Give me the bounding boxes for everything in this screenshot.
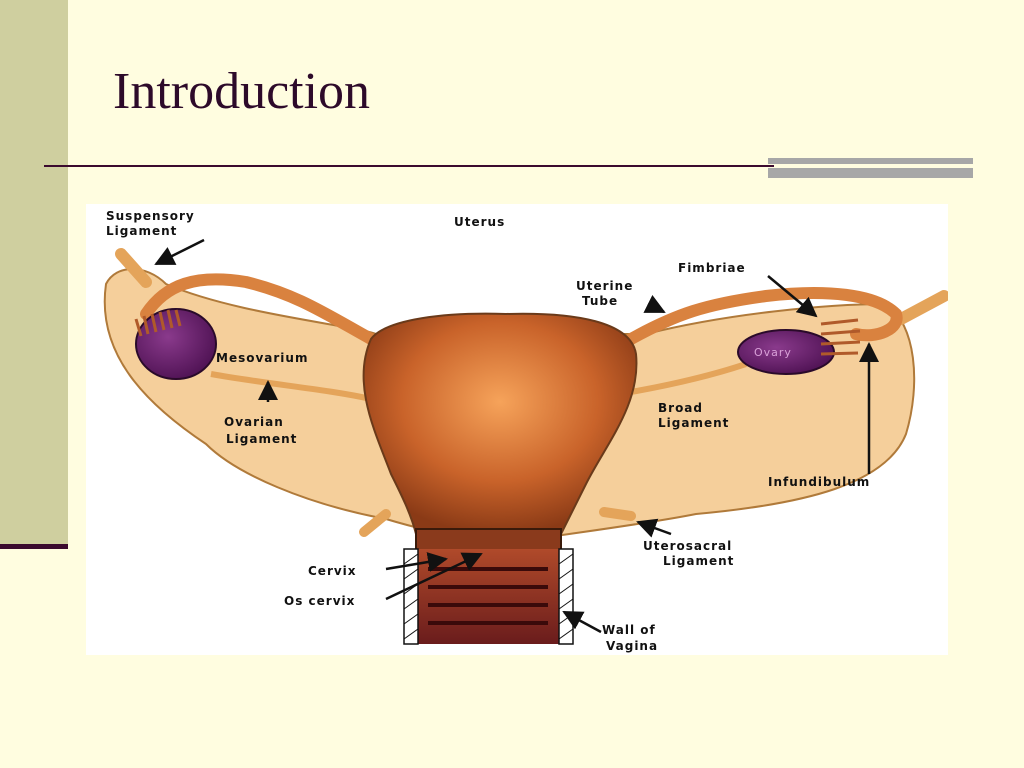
label-cervix: Cervix <box>308 564 357 578</box>
uterine-tube-left <box>140 273 377 345</box>
label-uterosacral-line2: Ligament <box>663 554 734 568</box>
label-wall-of-vagina-line1: Wall of <box>602 623 656 637</box>
ovary-right <box>737 329 835 375</box>
label-broad-ligament-line2: Ligament <box>658 416 729 430</box>
label-uterus: Uterus <box>454 215 505 229</box>
slide-title: Introduction <box>113 63 371 120</box>
ovary-left <box>135 308 217 380</box>
ovarian-ligament-left <box>210 371 372 402</box>
suspensory-ligament-left <box>115 248 152 288</box>
uterus-body <box>362 312 638 535</box>
label-ovarian-ligament-line2: Ligament <box>226 432 297 446</box>
label-os-cervix: Os cervix <box>284 594 355 608</box>
left-decor-band <box>0 0 68 548</box>
label-wall-of-vagina-line2: Vagina <box>606 639 658 653</box>
label-suspensory-line2: Ligament <box>106 224 177 238</box>
title-divider <box>44 165 774 167</box>
label-arrows <box>154 238 879 634</box>
label-uterosacral-line1: Uterosacral <box>643 539 732 553</box>
uterus-diagram-svg: Suspensory Ligament Uterus Fimbriae Uter… <box>103 209 948 653</box>
suspensory-ligament-right <box>895 290 948 325</box>
fimbriae-left <box>134 309 182 337</box>
label-broad-ligament-line1: Broad <box>658 401 703 415</box>
fimbriae-right <box>820 318 861 356</box>
left-decor-rule <box>0 544 68 549</box>
vaginal-canal <box>416 549 561 644</box>
label-ovary: Ovary <box>754 346 792 359</box>
accent-bar-bottom <box>768 168 973 178</box>
uterosacral-stub-left <box>359 509 391 537</box>
label-ovarian-ligament-line1: Ovarian <box>224 415 284 429</box>
accent-bar-top <box>768 158 973 164</box>
ovarian-ligament-right <box>630 361 747 395</box>
label-uterine-tube-line2: Tube <box>582 294 618 308</box>
label-uterine-tube-line1: Uterine <box>576 279 633 293</box>
vaginal-wall-left <box>403 548 419 645</box>
label-suspensory-line1: Suspensory <box>106 209 195 223</box>
vaginal-wall-right <box>558 548 574 645</box>
uterine-tube-right <box>625 287 903 345</box>
uterus-diagram: Suspensory Ligament Uterus Fimbriae Uter… <box>86 204 948 655</box>
label-fimbriae: Fimbriae <box>678 261 746 275</box>
label-mesovarium: Mesovarium <box>216 351 308 365</box>
label-infundibulum: Infundibulum <box>768 475 870 489</box>
uterosacral-stub-right <box>599 507 636 521</box>
